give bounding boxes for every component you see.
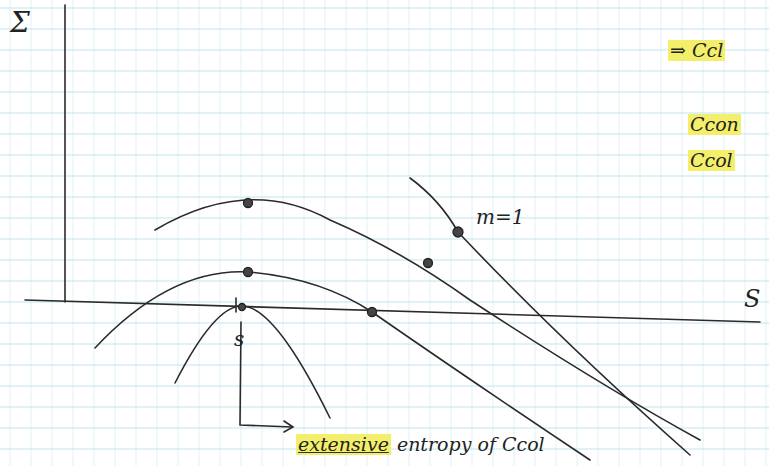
highlight-note: Ccol [688,150,735,171]
curve-label: m=1 [476,206,524,228]
note: entropy of Ccol [397,434,545,455]
axis-label: S [744,286,760,312]
dot [244,268,253,277]
tick [235,298,237,312]
dot [244,199,253,208]
curve [410,178,690,455]
highlight-note: ⇒ Ccl [668,40,725,61]
highlight-note: Ccon [688,114,741,135]
curve [95,272,590,460]
axis-label: s [234,328,244,350]
dot [239,304,246,311]
y-axis [64,5,66,302]
curve [175,306,330,418]
dot [424,259,433,268]
arrow-head [284,421,293,432]
curve [155,200,700,440]
note: extensive [296,434,391,455]
dot [453,227,463,237]
dot [368,308,377,317]
leader-arrow [240,322,292,427]
axis-label: Σ [10,8,30,39]
